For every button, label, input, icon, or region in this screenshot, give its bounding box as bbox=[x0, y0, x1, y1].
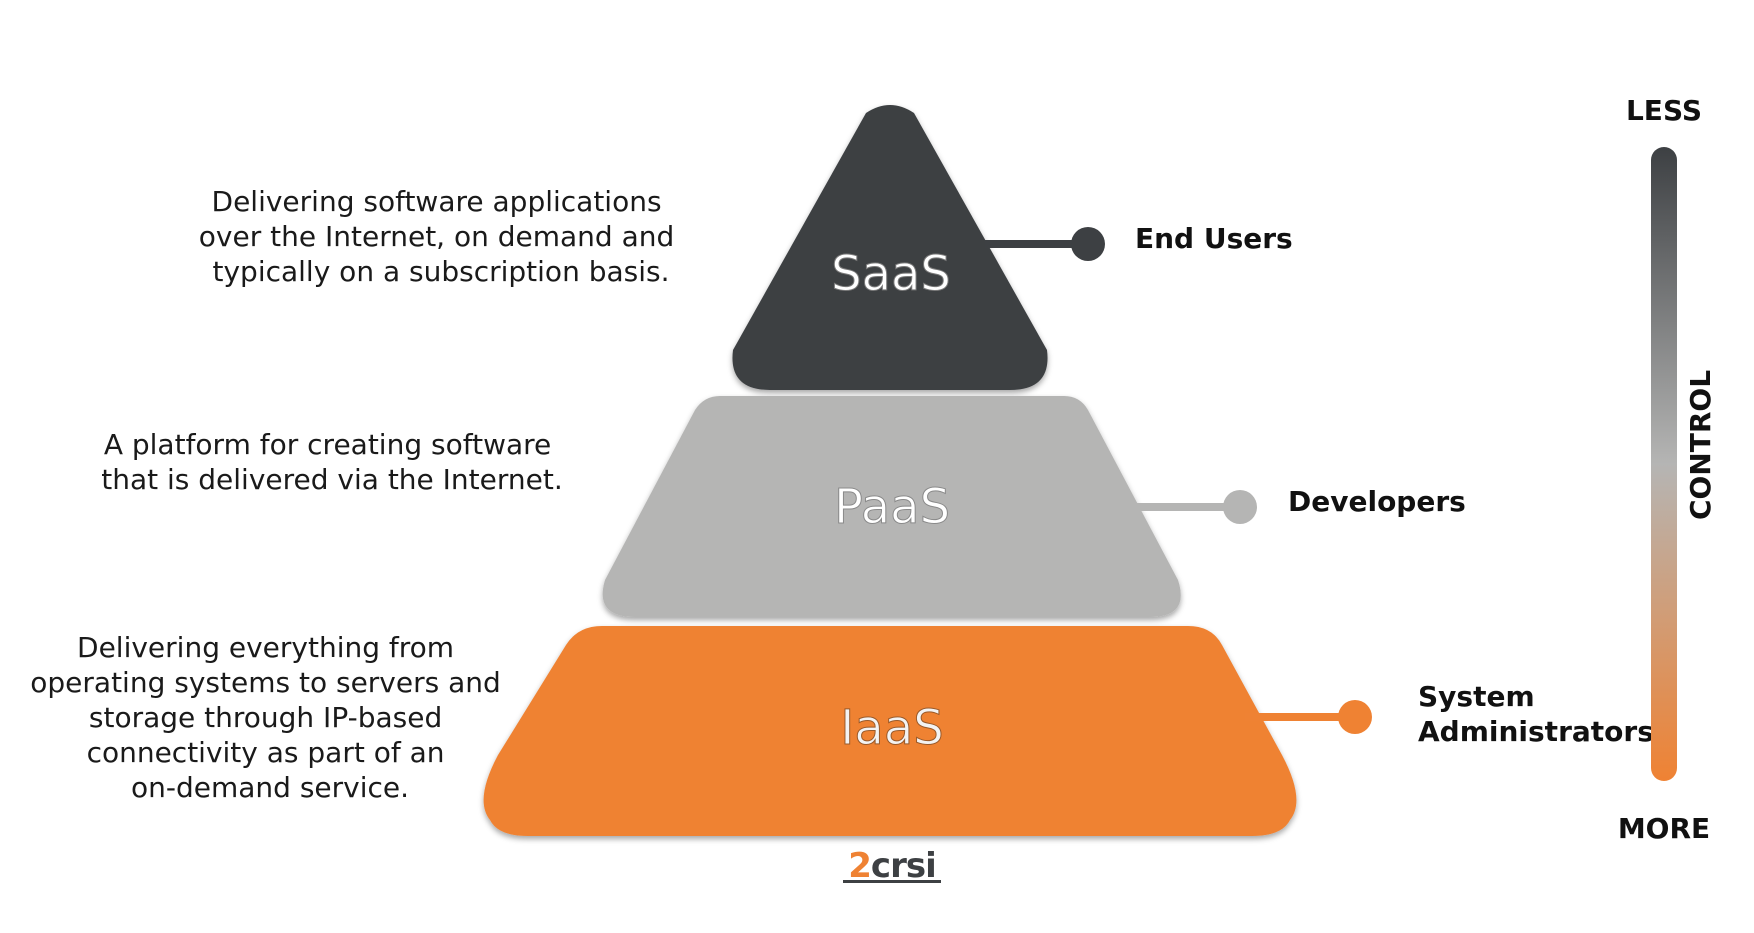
control-axis-label: CONTROL bbox=[1684, 370, 1717, 520]
logo-underline bbox=[843, 880, 941, 883]
paas-role-developers: Developers bbox=[1288, 485, 1466, 518]
control-scale: LESS CONTROL MORE bbox=[1618, 94, 1717, 845]
saas-tier: SaaS Delivering software applications ov… bbox=[199, 105, 1293, 390]
paas-tier: PaaS A platform for creating software th… bbox=[101, 396, 1466, 617]
iaas-tier: IaaS Delivering everything from operatin… bbox=[30, 626, 1654, 836]
paas-description: A platform for creating software that is… bbox=[101, 428, 563, 496]
paas-shape bbox=[602, 396, 1181, 617]
iaas-label: IaaS bbox=[840, 700, 943, 756]
control-more-label: MORE bbox=[1618, 812, 1710, 845]
paas-label: PaaS bbox=[834, 479, 950, 535]
iaas-description: Delivering everything from operating sys… bbox=[30, 631, 509, 804]
saas-connector-dot bbox=[1071, 227, 1105, 261]
paas-connector-dot bbox=[1223, 490, 1257, 524]
iaas-connector-dot bbox=[1338, 700, 1372, 734]
iaas-shape bbox=[483, 626, 1297, 836]
saas-shape bbox=[732, 105, 1048, 390]
logo-2crsi: 2crsi bbox=[843, 846, 941, 886]
saas-label: SaaS bbox=[831, 246, 951, 302]
control-less-label: LESS bbox=[1626, 94, 1702, 127]
saas-role-end-users: End Users bbox=[1135, 222, 1293, 255]
control-gradient-bar bbox=[1651, 147, 1677, 781]
saas-description: Delivering software applications over th… bbox=[199, 185, 683, 288]
logo-text: 2crsi bbox=[848, 846, 936, 886]
iaas-role-system-administrators: System Administrators bbox=[1418, 680, 1654, 748]
